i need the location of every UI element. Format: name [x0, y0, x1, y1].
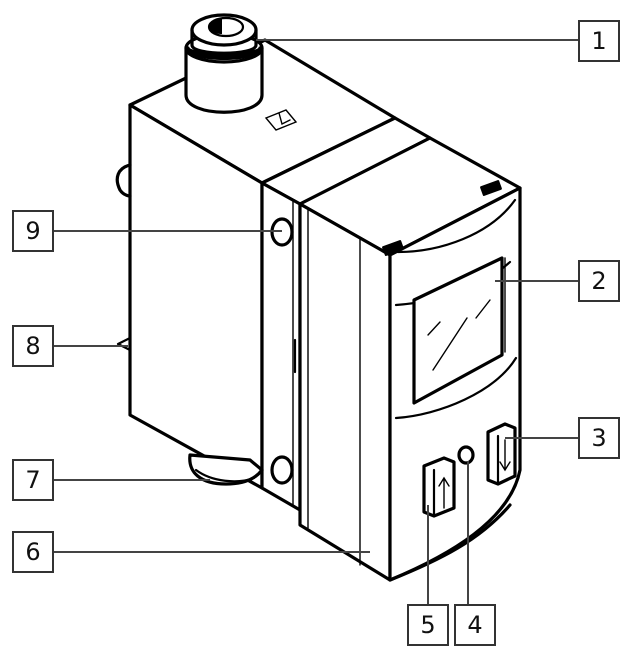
- callout-9: 9: [12, 210, 54, 252]
- callout-4: 4: [454, 604, 496, 646]
- lower-screw-icon: [270, 455, 294, 485]
- middle-block: [260, 116, 432, 512]
- pneumatic-fitting-icon: [184, 13, 264, 114]
- up-key: [422, 456, 456, 518]
- callout-6: 6: [12, 531, 54, 573]
- arrow-mark-icon: [264, 109, 298, 131]
- arrow-down-icon: [499, 439, 511, 472]
- callout-3: 3: [578, 417, 620, 459]
- arrow-up-icon: [438, 476, 450, 509]
- bottom-port: [188, 453, 264, 486]
- display-window: [394, 256, 518, 420]
- callout-7: 7: [12, 459, 54, 501]
- leader-lines: [54, 39, 578, 607]
- callout-1: 1: [578, 20, 620, 62]
- callout-8: 8: [12, 325, 54, 367]
- down-key: [486, 422, 517, 486]
- callout-2: 2: [578, 260, 620, 302]
- callout-5: 5: [407, 604, 449, 646]
- front-bottom-edge: [388, 503, 512, 582]
- status-led-icon: [457, 445, 475, 465]
